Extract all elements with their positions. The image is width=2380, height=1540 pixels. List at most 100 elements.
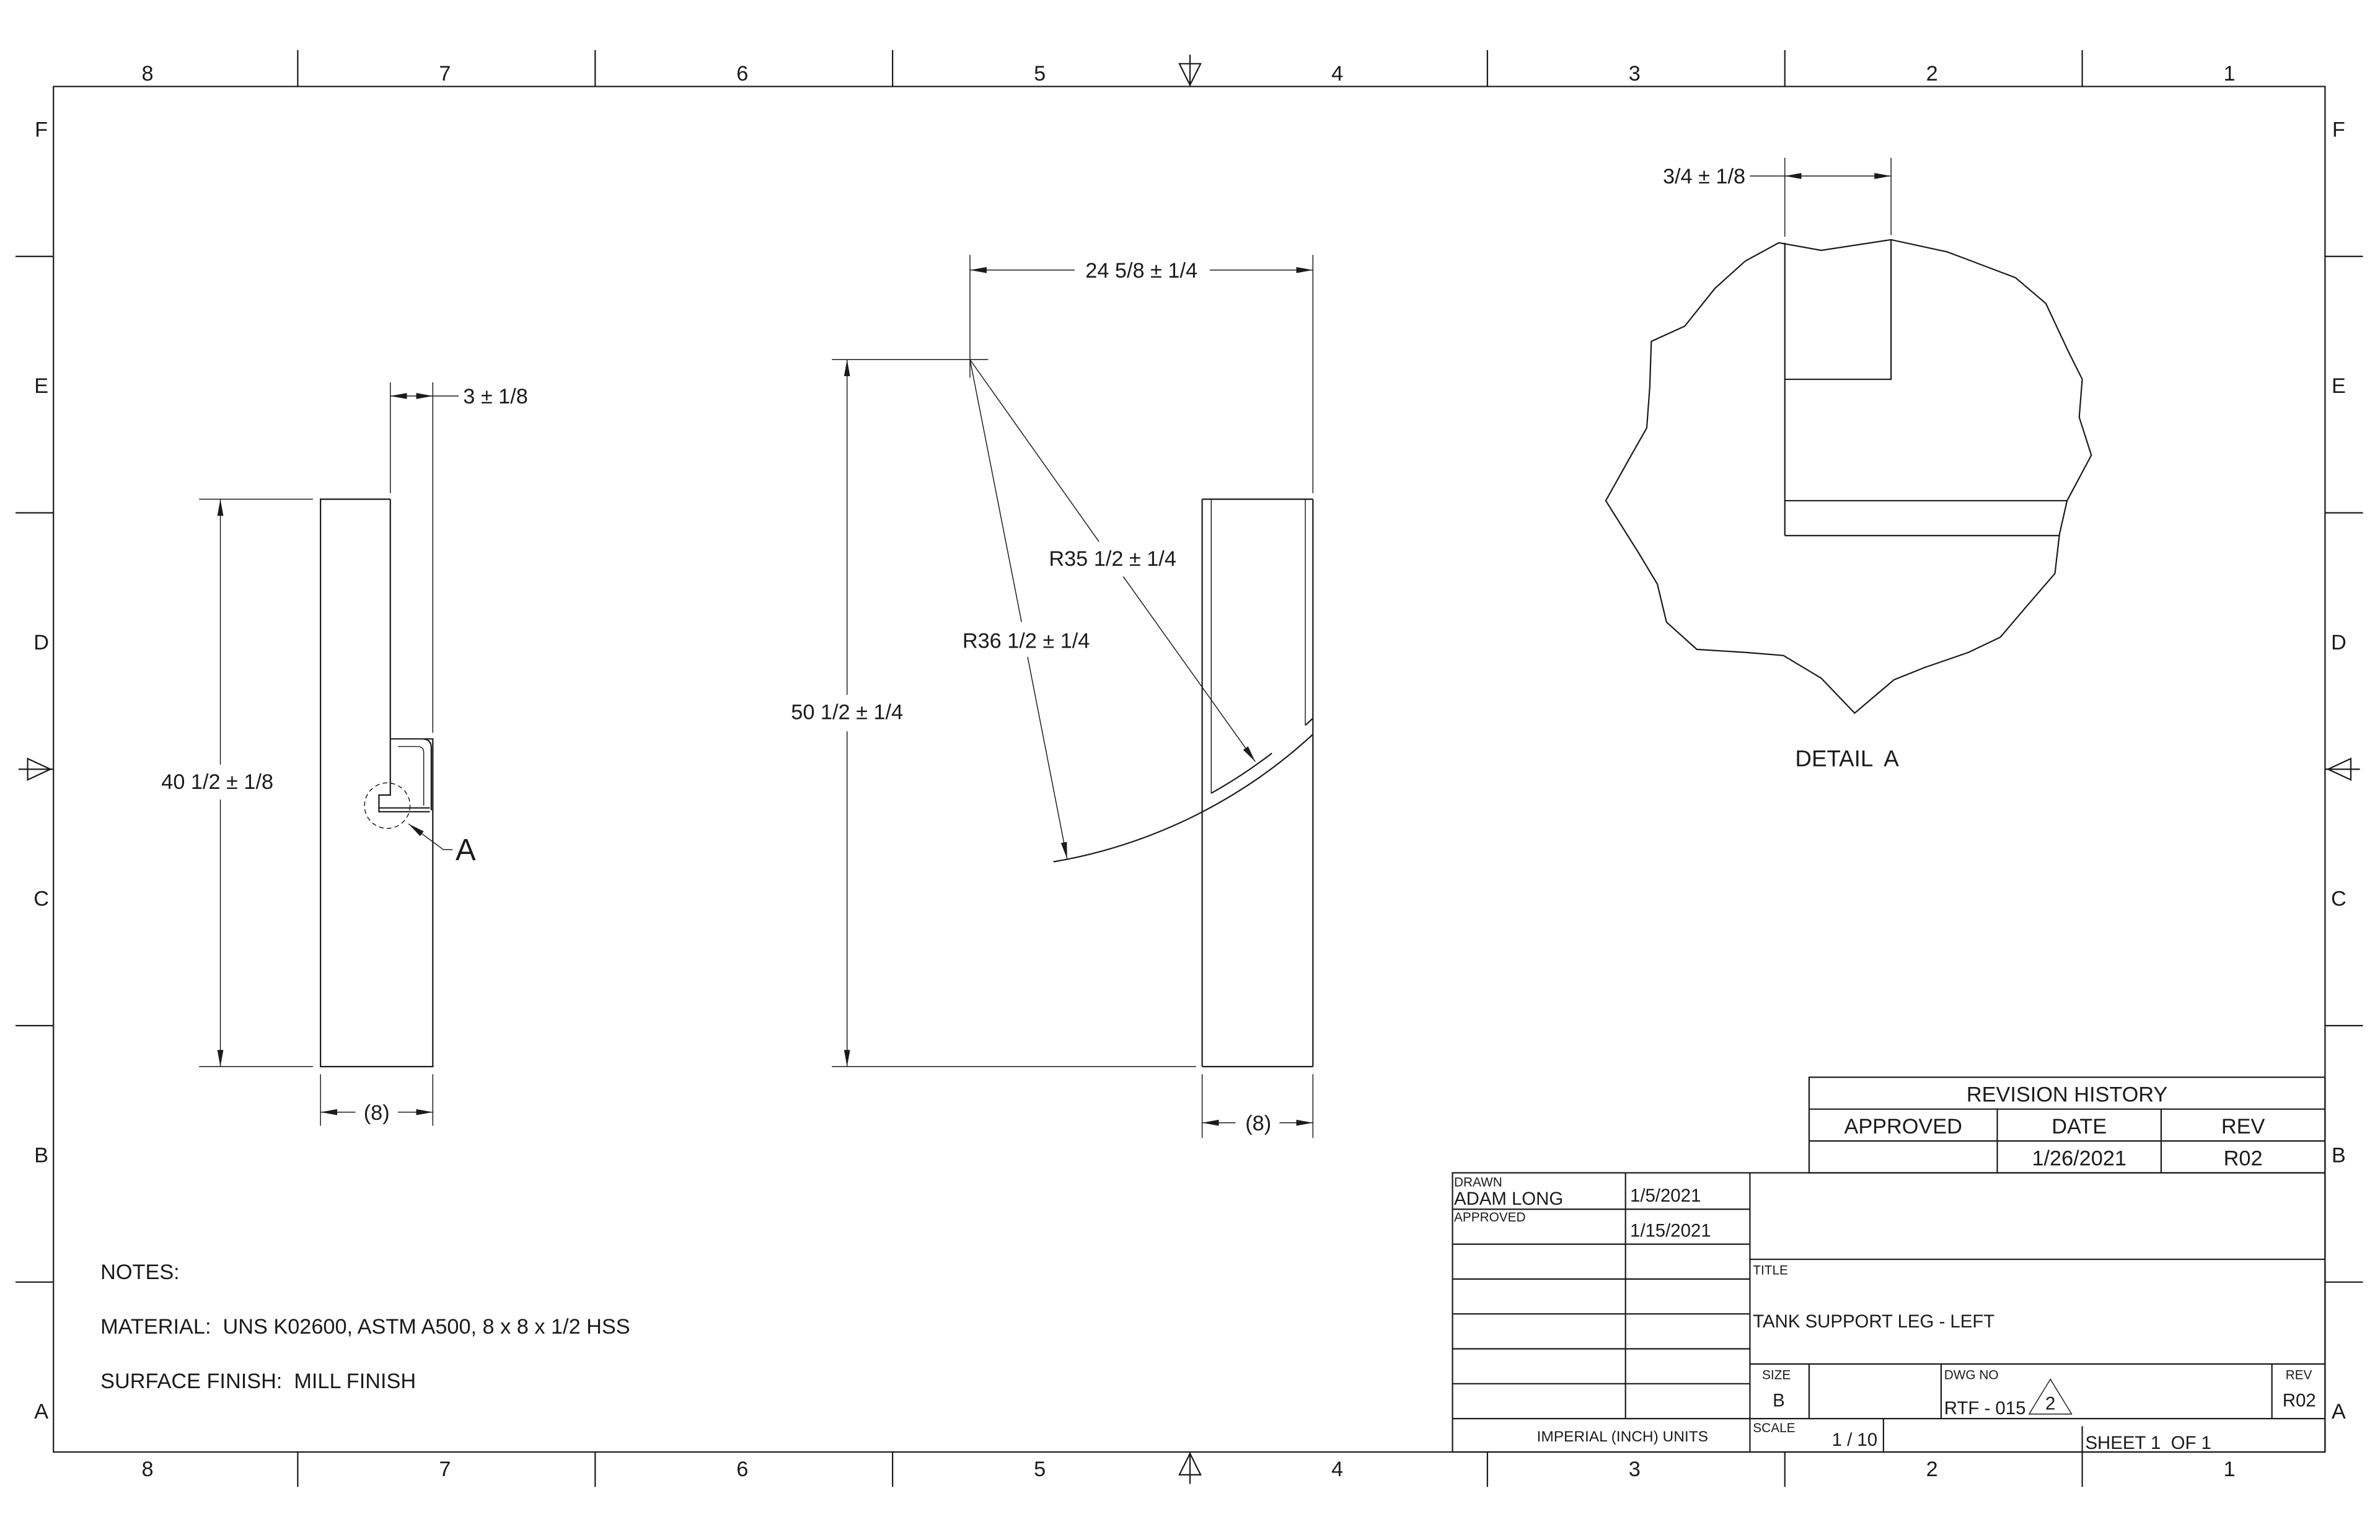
zone-row-label: C <box>33 887 49 911</box>
rev-label: REV <box>2286 1368 2312 1382</box>
drawing-frame: 8 7 6 5 4 3 2 1 8 7 6 5 4 3 2 1 F E D C … <box>15 50 2363 1487</box>
centering-mark-bottom-icon <box>1178 1451 1202 1484</box>
height-dimension: 50 1/2 ± 1/4 <box>791 700 903 724</box>
zone-column-label: 5 <box>1034 1458 1046 1481</box>
drawn-by: ADAM LONG <box>1454 1189 1563 1209</box>
height-dimension: 40 1/2 ± 1/8 <box>161 770 273 794</box>
sheet-size: B <box>1773 1391 1785 1411</box>
width-dimension: (8) <box>364 1101 390 1125</box>
width-dimension: (8) <box>1245 1112 1271 1135</box>
detail-view: 3/4 ± 1/8 DETAIL A <box>1605 157 2092 771</box>
detail-notch-edge <box>1784 239 1892 381</box>
centering-mark-left-icon <box>18 757 54 781</box>
revision-marker: 2 <box>2045 1393 2055 1414</box>
detail-breakout-boundary <box>1605 239 2092 715</box>
approved-label: APPROVED <box>1454 1210 1526 1225</box>
title-block: DRAWN ADAM LONG 1/5/2021 APPROVED 1/15/2… <box>1452 1172 2326 1453</box>
zone-column-label: 1 <box>2224 1458 2236 1481</box>
saddle-outer-arc <box>1053 734 1314 863</box>
zone-column-label: 5 <box>1034 62 1046 86</box>
zone-column-label: 4 <box>1331 62 1343 86</box>
revision-header-date: DATE <box>2052 1115 2107 1138</box>
radius-leader <box>969 359 1100 542</box>
zone-column-label: 2 <box>1926 62 1938 86</box>
detail-callout-label: A <box>456 834 476 867</box>
zone-row-label: F <box>35 118 48 141</box>
zone-column-label: 1 <box>2224 62 2236 86</box>
approved-date: 1/15/2021 <box>1630 1220 1711 1241</box>
zone-row-label: F <box>2332 118 2345 141</box>
detail-callout-leader <box>408 823 453 850</box>
notes: NOTES: MATERIAL: UNS K02600, ASTM A500, … <box>100 1261 630 1393</box>
side-view-outline <box>320 498 434 1068</box>
zone-row-label: D <box>2331 631 2347 654</box>
zone-column-label: 7 <box>439 62 451 86</box>
zone-row-label: E <box>2332 374 2346 398</box>
zone-column-label: 7 <box>439 1458 451 1481</box>
surface-finish-note: SURFACE FINISH: MILL FINISH <box>100 1370 416 1393</box>
scale-label: SCALE <box>1753 1421 1795 1435</box>
zone-column-label: 6 <box>736 62 748 86</box>
notch-width-dimension: 3 ± 1/8 <box>463 385 528 408</box>
radius-leader <box>969 359 1022 622</box>
sheet-number: SHEET 1 OF 1 <box>2085 1433 2211 1453</box>
centering-mark-top-icon <box>1178 55 1202 87</box>
side-view-notch-profile <box>390 738 432 811</box>
zone-column-label: 3 <box>1629 62 1641 86</box>
revision-history-title: REVISION HISTORY <box>1967 1083 2167 1106</box>
saddle-inner-arc <box>1210 752 1272 794</box>
zone-ticks-left <box>15 255 54 1283</box>
zone-row-label: C <box>2331 887 2347 911</box>
centering-mark-right-icon <box>2325 757 2360 781</box>
zone-row-label: A <box>34 1400 48 1423</box>
detail-view-label: DETAIL A <box>1795 746 1899 771</box>
side-view: 3 ± 1/8 40 1/2 ± 1/8 (8) A <box>161 382 528 1126</box>
revision-date: 1/26/2021 <box>2032 1146 2126 1170</box>
zone-row-label: D <box>33 631 49 654</box>
detail-callout-circle <box>364 782 411 829</box>
size-label: SIZE <box>1762 1368 1791 1382</box>
zone-column-label: 2 <box>1926 1458 1938 1481</box>
drawn-label: DRAWN <box>1454 1176 1502 1190</box>
drawn-date: 1/5/2021 <box>1630 1186 1701 1206</box>
zone-row-label: E <box>34 374 48 398</box>
revision-header-approved: APPROVED <box>1844 1115 1962 1138</box>
zone-column-label: 6 <box>736 1458 748 1481</box>
zone-ticks-top <box>297 50 2083 87</box>
side-view-notch-inner-profile <box>398 746 425 806</box>
zone-column-label: 3 <box>1629 1458 1641 1481</box>
zone-ticks-right <box>2325 255 2363 1283</box>
drawing-title: TANK SUPPORT LEG - LEFT <box>1753 1311 1994 1332</box>
revision: R02 <box>2283 1391 2316 1411</box>
side-view-inner-edge <box>378 499 430 812</box>
saddle-inner-arc <box>1305 718 1314 726</box>
zone-row-label: B <box>2332 1143 2346 1167</box>
zone-labels-bottom: 8 7 6 5 4 3 2 1 <box>142 1458 2236 1481</box>
zone-ticks-bottom <box>297 1452 2083 1487</box>
zone-labels-left: F E D C B A <box>33 118 49 1423</box>
notes-heading: NOTES: <box>100 1261 180 1284</box>
zone-row-label: A <box>2332 1400 2346 1423</box>
drawing-number: RTF - 015 <box>1944 1398 2026 1419</box>
title-label: TITLE <box>1753 1264 1788 1278</box>
outer-radius-dimension: R36 1/2 ± 1/4 <box>963 629 1090 653</box>
radius-leader <box>1027 656 1068 859</box>
zone-column-label: 8 <box>142 62 154 86</box>
zone-labels-top: 8 7 6 5 4 3 2 1 <box>142 62 2236 86</box>
radius-leader <box>1122 576 1256 762</box>
scale: 1 / 10 <box>1832 1430 1877 1450</box>
dwg-no-label: DWG NO <box>1944 1368 1999 1382</box>
detail-notch-dimension: 3/4 ± 1/8 <box>1663 165 1745 188</box>
revision-rev: R02 <box>2224 1146 2263 1170</box>
zone-column-label: 4 <box>1331 1458 1343 1481</box>
material-note: MATERIAL: UNS K02600, ASTM A500, 8 x 8 x… <box>100 1315 630 1339</box>
revision-header-rev: REV <box>2221 1115 2265 1138</box>
offset-dimension: 24 5/8 ± 1/4 <box>1085 259 1197 283</box>
zone-row-label: B <box>34 1143 48 1167</box>
front-view: 24 5/8 ± 1/4 50 1/2 ± 1/4 R35 1/2 ± 1/4 … <box>791 255 1314 1138</box>
units-label: IMPERIAL (INCH) UNITS <box>1537 1428 1708 1445</box>
zone-column-label: 8 <box>142 1458 154 1481</box>
zone-labels-right: F E D C B A <box>2331 118 2347 1423</box>
